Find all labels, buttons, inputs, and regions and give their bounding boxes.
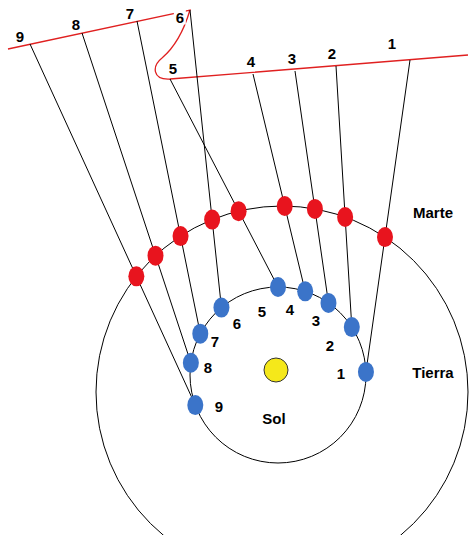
earth-position-number: 4 (284, 302, 296, 317)
sight-line (82, 33, 191, 363)
sight-line (170, 79, 278, 287)
mars-position (147, 246, 163, 266)
earth-orbit (190, 287, 366, 463)
sky-position-number: 1 (386, 36, 398, 51)
planet-name: Tierra (410, 365, 455, 380)
sight-line (366, 60, 410, 372)
earth-position (344, 317, 360, 337)
sky-position-number: 5 (167, 61, 179, 76)
earth-position (192, 324, 208, 344)
earth-position-number: 1 (335, 366, 347, 381)
earth-position (320, 293, 336, 313)
sun-name: Sol (260, 411, 287, 426)
sky-position-number: 9 (14, 29, 26, 44)
mars-position (377, 227, 393, 247)
sky-position-number: 4 (245, 54, 257, 69)
apparent-path (8, 10, 468, 79)
sky-position-number: 3 (286, 51, 298, 66)
earth-position (297, 281, 313, 301)
sight-line (30, 44, 195, 405)
sky-position-number: 8 (70, 17, 82, 32)
earth-position-number: 5 (256, 304, 268, 319)
sight-line (190, 10, 221, 308)
earth-position (270, 277, 286, 297)
sight-line (137, 21, 200, 334)
earth-position (213, 298, 229, 318)
sky-position-number: 2 (326, 46, 338, 61)
mars-position (277, 196, 293, 216)
mars-position (128, 266, 144, 286)
sight-line (253, 74, 305, 291)
earth-position (187, 395, 203, 415)
sky-position-number: 7 (124, 6, 136, 21)
mars-position (173, 226, 189, 246)
earth-position (358, 362, 374, 382)
earth-position-number: 3 (310, 313, 322, 328)
earth-position-number: 8 (202, 360, 214, 375)
earth-position (183, 353, 199, 373)
earth-position-number: 7 (209, 334, 221, 349)
sun (264, 358, 288, 382)
earth-position-number: 2 (324, 338, 336, 353)
mars-position (204, 210, 220, 230)
earth-position-number: 9 (213, 399, 225, 414)
mars-position (231, 201, 247, 221)
mars-orbit (96, 206, 468, 535)
planet-name: Marte (411, 205, 455, 220)
sight-line (336, 66, 352, 327)
mars-position (337, 207, 353, 227)
earth-position-number: 6 (231, 316, 243, 331)
sky-position-number: 6 (174, 10, 186, 25)
mars-position (307, 199, 323, 219)
